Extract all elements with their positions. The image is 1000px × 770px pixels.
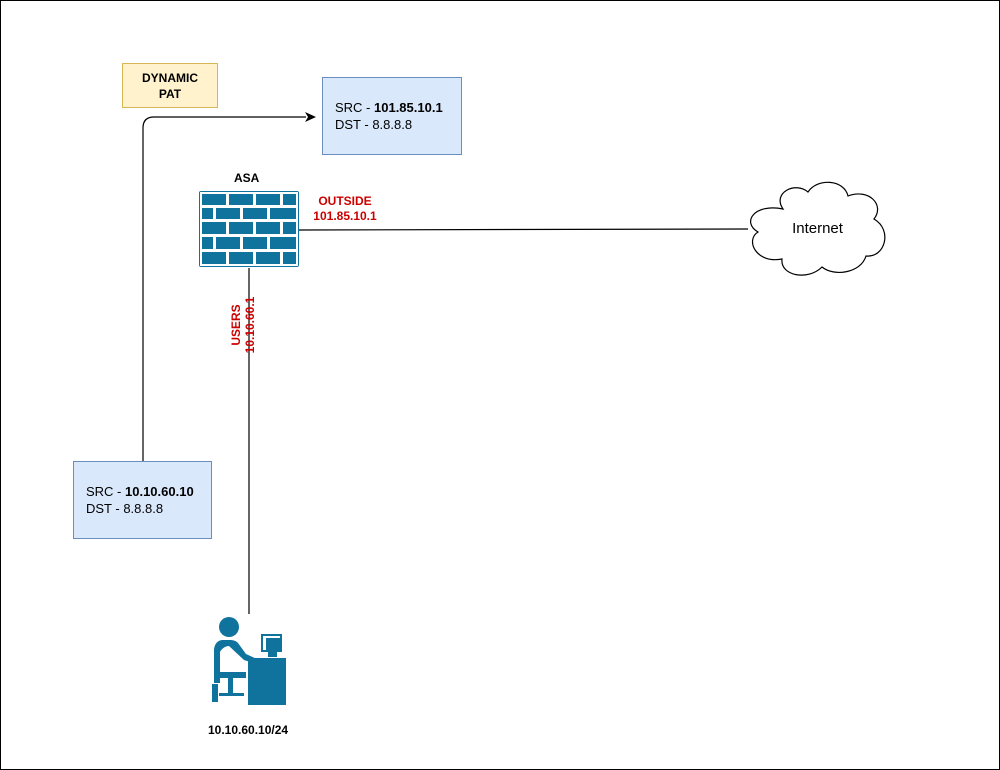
original-src-ip: 10.10.60.10	[125, 484, 194, 499]
original-src-line: SRC - 10.10.60.10	[86, 483, 211, 500]
translated-packet-box: SRC - 101.85.10.1 DST - 8.8.8.8	[322, 77, 462, 155]
users-iface-ip: 10.10.60.1	[243, 296, 257, 354]
nat-label-line1: DYNAMIC	[142, 70, 198, 85]
outside-iface-name: OUTSIDE	[318, 194, 372, 208]
dynamic-pat-note: DYNAMIC PAT	[122, 63, 218, 108]
src-prefix: SRC -	[86, 484, 125, 499]
translated-src-ip: 101.85.10.1	[374, 100, 443, 115]
host-ip-label: 10.10.60.10/24	[208, 723, 289, 737]
original-packet-box: SRC - 10.10.60.10 DST - 8.8.8.8	[73, 461, 212, 539]
firewall-icon	[199, 191, 299, 267]
translated-src-line: SRC - 101.85.10.1	[335, 99, 461, 116]
translated-dst-line: DST - 8.8.8.8	[335, 117, 413, 132]
nat-flow-arrowhead	[305, 112, 316, 122]
outside-iface-ip: 101.85.10.1	[313, 209, 377, 223]
users-interface-label: USERS 10.10.60.1	[229, 280, 257, 370]
nat-label-line2: PAT	[158, 86, 182, 101]
nat-flow-arrow	[142, 116, 306, 462]
users-iface-name: USERS	[229, 304, 243, 346]
original-dst-line: DST - 8.8.8.8	[86, 501, 164, 516]
internet-cloud-label: Internet	[792, 219, 843, 237]
cloud-shape	[750, 181, 886, 276]
outside-link	[297, 228, 749, 231]
outside-interface-label: OUTSIDE 101.85.10.1	[300, 194, 390, 224]
user-workstation-icon	[212, 617, 286, 705]
src-prefix: SRC -	[335, 100, 374, 115]
firewall-label: ASA	[234, 171, 260, 185]
